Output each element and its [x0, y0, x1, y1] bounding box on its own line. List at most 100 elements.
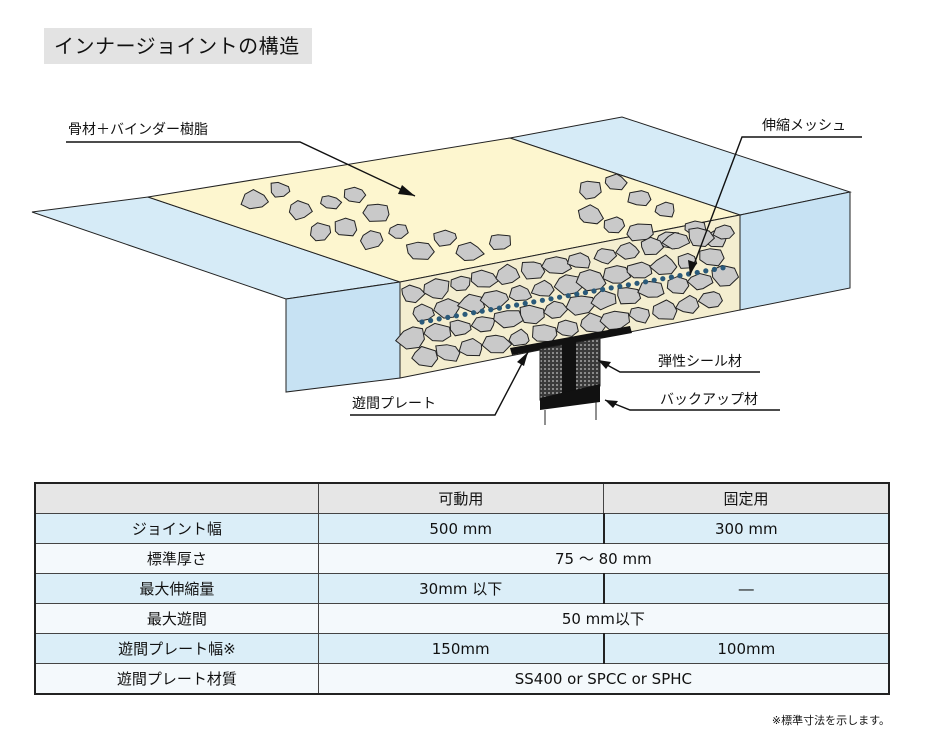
stone	[661, 231, 691, 250]
stone	[470, 316, 496, 333]
stone	[433, 229, 458, 247]
mesh-dot	[608, 285, 614, 291]
joint-structure-diagram: 骨材＋バインダー樹脂 伸縮メッシュ 弾性シール材 遊間プレート バックアップ材	[31, 116, 862, 425]
cell-fixed: 300 mm	[602, 513, 890, 544]
stone	[412, 303, 436, 322]
mesh-dot	[600, 286, 606, 293]
mesh-dot	[651, 277, 657, 283]
mesh-dot	[514, 302, 520, 308]
table-row: 標準厚さ 75 ～ 80 mm	[34, 543, 890, 574]
stone	[602, 265, 632, 284]
stone	[508, 284, 533, 302]
mesh-dot	[574, 291, 580, 297]
stone	[458, 337, 483, 357]
stone	[699, 248, 725, 267]
stone	[519, 304, 545, 325]
header-blank	[34, 482, 319, 514]
stone	[493, 310, 524, 329]
stone	[654, 201, 675, 218]
stone	[628, 306, 651, 324]
stone	[450, 275, 471, 292]
table-row: 最大遊間 50 mm以下	[34, 603, 890, 634]
stone	[565, 295, 596, 316]
cell-both: 50 mm以下	[317, 603, 890, 634]
stone	[508, 328, 530, 347]
mesh-dot	[419, 319, 425, 325]
stone	[520, 261, 546, 280]
mesh-dot	[703, 268, 709, 274]
stone	[394, 326, 425, 350]
stone	[604, 173, 628, 191]
stone	[626, 223, 654, 242]
mesh-dot	[720, 265, 726, 271]
mesh-dot	[694, 269, 700, 276]
stone	[470, 269, 500, 288]
mesh-dot	[643, 279, 649, 285]
label-plate: 遊間プレート	[352, 396, 436, 412]
stone	[362, 203, 390, 222]
page-title: インナージョイントの構造	[44, 28, 312, 64]
stone	[495, 263, 521, 286]
stone	[640, 236, 665, 256]
mesh-dot	[496, 305, 502, 311]
stone	[652, 299, 678, 320]
row-label: 最大遊間	[34, 603, 319, 634]
leader-lines	[66, 136, 862, 416]
label-seal: 弾性シール材	[658, 354, 742, 370]
stone	[577, 204, 605, 225]
cell-movable: 30mm 以下	[317, 573, 605, 604]
row-label: 最大伸縮量	[34, 573, 319, 604]
spec-table: 可動用 固定用 ジョイント幅 500 mm 300 mm 標準厚さ 75 ～ 8…	[34, 482, 890, 695]
label-backup: バックアップ材	[660, 392, 758, 408]
mesh-dot	[557, 294, 563, 300]
stone	[579, 180, 602, 200]
mesh-dot	[522, 300, 528, 306]
header-fixed: 固定用	[603, 482, 890, 514]
mesh-dot	[677, 273, 683, 279]
cell-both: SS400 or SPCC or SPHC	[317, 663, 890, 695]
stone	[617, 287, 642, 305]
stone	[309, 222, 332, 242]
stone	[697, 291, 723, 309]
stone	[543, 300, 569, 319]
stone	[553, 274, 585, 296]
mesh-dot	[428, 317, 434, 324]
cell-movable: 150mm	[317, 633, 605, 664]
mesh-dot	[539, 297, 546, 303]
stone	[575, 269, 607, 292]
stone	[423, 278, 450, 300]
table-row: 遊間プレート材質 SS400 or SPCC or SPHC	[34, 663, 890, 695]
footnote: ※標準寸法を示します。	[771, 714, 890, 727]
table-row: 最大伸縮量 30mm 以下 ―	[34, 573, 890, 604]
cell-movable: 500 mm	[317, 513, 605, 544]
mesh-dot	[436, 316, 442, 322]
mesh-dot	[634, 280, 640, 286]
table-header-row: 可動用 固定用	[34, 482, 890, 514]
stone	[627, 190, 652, 207]
aggregate-stones	[240, 173, 740, 368]
leader-arrowheads	[398, 185, 697, 408]
row-label: 標準厚さ	[34, 543, 319, 574]
stone	[603, 216, 626, 234]
stone	[556, 319, 579, 337]
table-row: 遊間プレート幅※ 150mm 100mm	[34, 633, 890, 664]
stone	[615, 241, 640, 260]
stone	[637, 280, 665, 298]
mesh-dot	[479, 308, 485, 314]
mesh-dot	[711, 266, 718, 272]
header-movable: 可動用	[317, 482, 605, 514]
stone	[388, 223, 409, 239]
cell-both: 75 ～ 80 mm	[317, 543, 890, 574]
stone	[540, 256, 573, 275]
stone	[648, 254, 678, 276]
mesh-dot	[617, 283, 623, 289]
stone	[343, 186, 367, 204]
mesh-dot	[462, 311, 468, 317]
stone	[686, 272, 714, 291]
mesh-dot	[660, 276, 666, 282]
cell-fixed: 100mm	[602, 633, 890, 664]
stone	[488, 234, 512, 251]
right-road-slab	[508, 116, 852, 311]
mesh-dot	[591, 288, 597, 294]
stone	[530, 279, 555, 297]
